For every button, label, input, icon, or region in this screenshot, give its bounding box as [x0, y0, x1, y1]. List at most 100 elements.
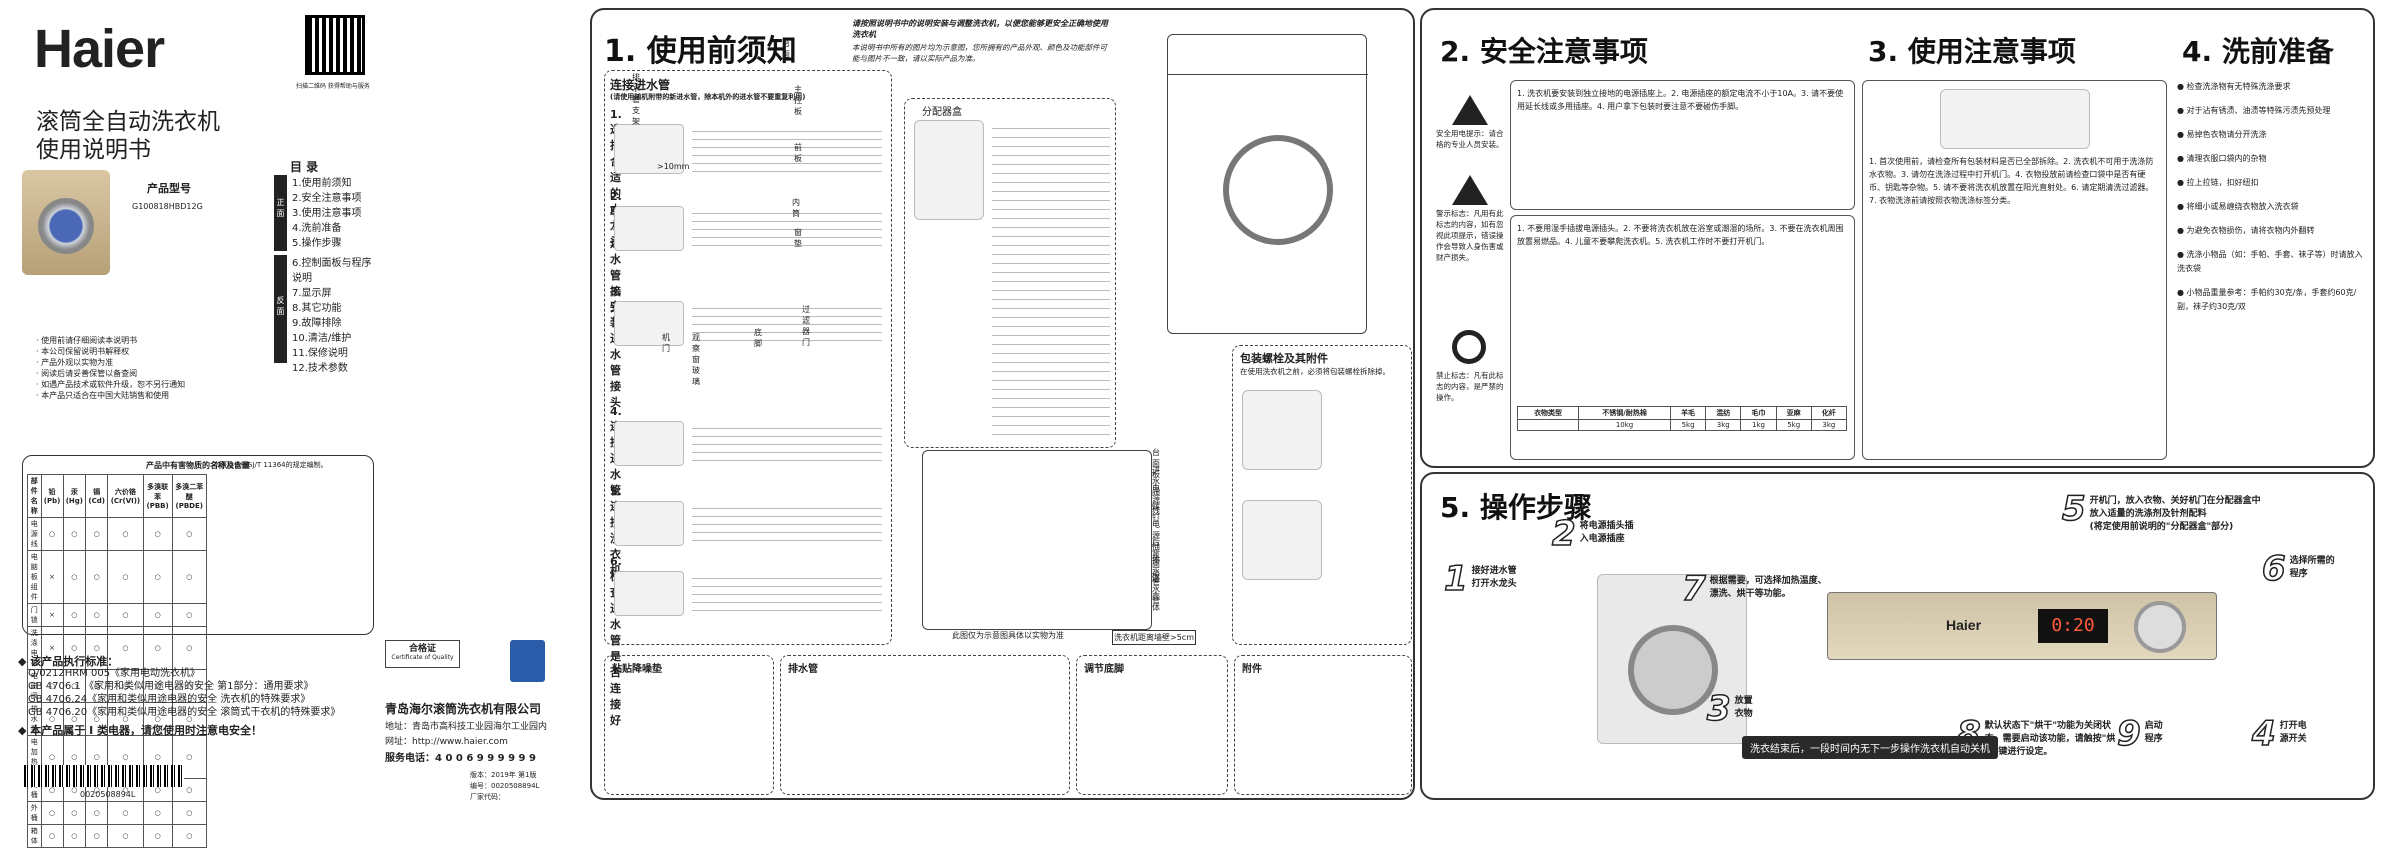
toc-back-tag: 反面	[274, 255, 287, 363]
dispenser-title: 分配器盒	[922, 107, 962, 118]
rear-dim: 洗衣机距离墙壁>5cm	[1112, 630, 1196, 645]
standards-title: ◆ 该产品执行标准：	[18, 655, 119, 668]
table-row: 门锁×○○○○○	[27, 603, 208, 627]
product-name: 滚筒全自动洗衣机	[36, 109, 220, 135]
barcode	[24, 765, 184, 787]
company-website: 网址：http://www.haier.com	[385, 737, 508, 747]
standard-item: GB 4706.1 《家用和类似用途电器的安全 第1部分：通用要求》	[28, 681, 314, 692]
table-header-cell: 混纺	[1705, 406, 1742, 420]
step-text: 接好进水管 打开水龙头	[1471, 566, 1517, 589]
s3-illustration	[1939, 89, 2090, 149]
s2-warn-icon-1	[1452, 95, 1488, 125]
company-name: 青岛海尔滚筒洗衣机有限公司	[385, 702, 542, 716]
dim-label: >10mm	[657, 162, 690, 171]
table-header-cell: 羊毛	[1669, 406, 1707, 420]
section-1-panel: 1. 使用前须知 请按照说明书中的说明安装与调整洗衣机，以便您能够更安全正确地使…	[590, 8, 1415, 800]
table-cell: ○	[142, 801, 173, 825]
table-cell: ○	[62, 801, 87, 825]
table-cell: ○	[142, 702, 173, 736]
toc-item: 7.显示屏	[292, 288, 332, 299]
table-cell: ○	[85, 801, 109, 825]
inlet-step-illustration	[614, 301, 684, 346]
version: 版本：2019年 第1版	[470, 771, 537, 779]
s1-intro2: 本说明书中所有的图片均为示意图，您所拥有的产品外观、颜色及功能部件可能与图片不一…	[852, 43, 1107, 63]
program-knob[interactable]	[2134, 601, 2186, 653]
table-cell: ○	[142, 669, 173, 703]
inlet-step-text	[692, 301, 882, 346]
toc-front-tag: 正面	[274, 175, 287, 251]
table-cell: ○	[142, 603, 173, 627]
factory-code: 厂家代码：	[470, 793, 505, 801]
rear-part-label: 后背面板	[1152, 538, 1160, 580]
inlet-step-illustration	[614, 206, 684, 251]
inlet-step-illustration	[614, 124, 684, 174]
s2-title: 2. 安全注意事项	[1440, 35, 1648, 68]
inlet-step-text	[692, 124, 882, 174]
rear-part-label: 进水管	[1152, 574, 1160, 605]
dispenser-text	[992, 120, 1110, 440]
table-row: 洗涤电机×○○○○○	[27, 626, 208, 670]
washer-illustration	[1597, 574, 1747, 744]
table-cell: ○	[171, 824, 208, 848]
part-label: 内筒	[792, 198, 800, 218]
washer-diagram	[1167, 34, 1368, 334]
prep-item: ● 小物品重量参考：手帕约30克/条，手套约60克/副，袜子约30克/双	[2177, 288, 2357, 311]
table-cell: ○	[40, 669, 64, 703]
table-cell: ○	[171, 603, 208, 627]
cert-sub: Certificate of Quality	[391, 654, 454, 661]
bolt-text: 在使用洗衣机之前，必须将包装螺栓拆除掉。	[1240, 367, 1390, 376]
part-label: 前板	[794, 143, 802, 163]
prep-item: ● 洗涤小物品（如：手帕、手套、袜子等）时请放入洗衣袋	[2177, 250, 2363, 273]
s4-list: ● 检查洗涤物有无特殊洗涤要求● 对于沾有锈渍、油渍等特殊污渍先预处理● 易掉色…	[2177, 80, 2367, 324]
notes-list: · 使用前请仔细阅读本说明书· 本公司保留说明书解释权· 产品外观以实物为准· …	[36, 335, 185, 401]
part-label: 观察窗玻璃	[692, 333, 700, 386]
standard-item: Q/0212HRM 005《家用电动洗衣机》	[28, 668, 201, 679]
prep-item: ● 为避免衣物损伤，请将衣物内外翻转	[2177, 226, 2315, 235]
table-cell: ○	[142, 550, 173, 604]
toc-item: 3.使用注意事项	[292, 208, 362, 219]
plug-title: 粘贴降噪垫	[612, 664, 662, 675]
standard-item: GB 4706.24《家用和类似用途电器的安全 洗衣机的特殊要求》	[28, 694, 311, 705]
toc-title: 目 录	[290, 160, 319, 174]
step-number: 3	[1706, 688, 1731, 730]
table-cell: ○	[107, 824, 144, 848]
table-header-row: 衣物类型不锈钢/耐热棉羊毛混纺毛巾亚麻化纤	[1516, 406, 1848, 420]
part-label: 窗垫	[794, 228, 802, 248]
panel-display: 0:20	[2038, 609, 2108, 643]
table-cell: ○	[171, 626, 208, 670]
table-header-row: 部件名称铅(Pb)汞(Hg)镉(Cd)六价铬(Cr(VI))多溴联苯(PBB)多…	[27, 474, 208, 518]
inlet-step-illustration	[614, 571, 684, 616]
table-row: 电脑板组件×○○○○○	[27, 550, 208, 604]
service-hotline: 服务电话：4 0 0 6 9 9 9 9 9 9	[385, 753, 536, 764]
prep-item: ● 对于沾有锈渍、油渍等特殊污渍先预处理	[2177, 106, 2331, 115]
s2-icon3-text: 禁止标志：凡有此标志的内容，是严禁的操作。	[1436, 371, 1504, 402]
step-number: 9	[2116, 713, 2141, 755]
note-item: · 使用前请仔细阅读本说明书	[36, 336, 138, 345]
rear-part-label: 壳体	[1152, 592, 1160, 612]
table-cell: 3kg	[1810, 419, 1848, 431]
toc-item: 5.操作步骤	[292, 238, 342, 249]
prep-item: ● 将细小或易缠绕衣物放入洗衣袋	[2177, 202, 2299, 211]
inlet-step-text	[692, 571, 882, 616]
inlet-step-text	[692, 501, 882, 546]
inlet-sub: (请使用随机附带的新进水管，除本机外的进水管不要重复利用)	[610, 93, 806, 101]
table-cell: ○	[107, 603, 144, 627]
prep-item: ● 检查洗涤物有无特殊洗涤要求	[2177, 82, 2291, 91]
s5-footer: 洗衣结束后，一段时间内无下一步操作洗衣机自动关机	[1742, 736, 1998, 759]
table-cell: 电源线	[27, 517, 42, 551]
s2-icon2-text: 警示标志：凡用有此标志的内容，如有忽视此项提示，错误操作会导致人身伤害或财产损失…	[1436, 209, 1504, 262]
s3-block: 1. 首次使用前，请检查所有包装材料是否已全部拆除。2. 洗衣机不可用于洗涤防水…	[1862, 80, 2167, 460]
table-cell: ○	[85, 824, 109, 848]
part-label: 主控板	[794, 85, 802, 116]
rear-caption: 此图仅为示意图具体以实物为准	[952, 631, 1064, 640]
table-cell: ○	[40, 801, 64, 825]
s2-warn-icon-2	[1452, 175, 1488, 205]
table-cell: ○	[171, 702, 208, 736]
rear-part-label: 螺钉	[1152, 502, 1160, 522]
table-cell: ○	[107, 517, 144, 551]
